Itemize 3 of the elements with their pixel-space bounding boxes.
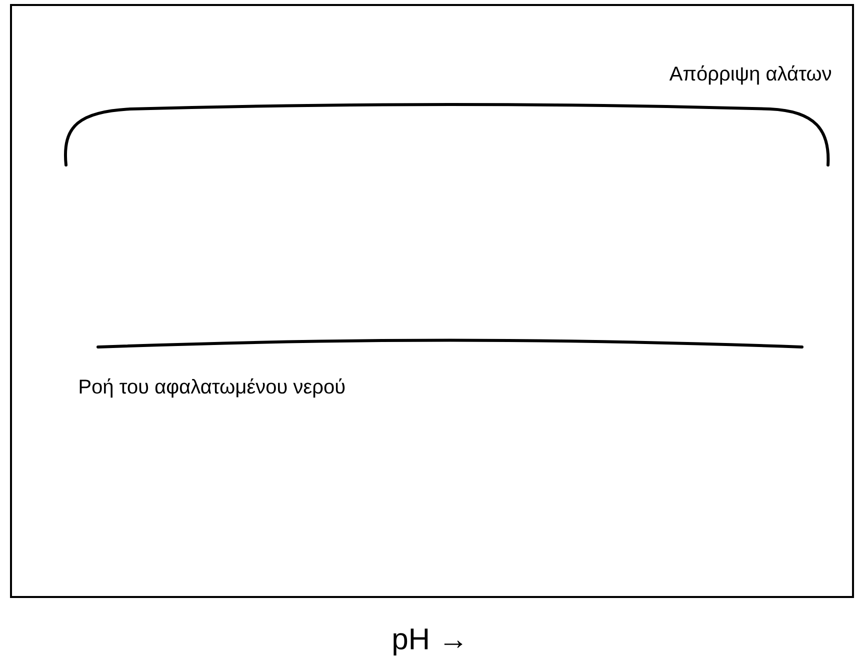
curve-label: Ροή του αφαλατωμένου νερού	[80, 378, 345, 398]
curve-label: Απόρριψη αλάτων	[669, 65, 832, 85]
axis-label: pH →	[394, 628, 462, 656]
